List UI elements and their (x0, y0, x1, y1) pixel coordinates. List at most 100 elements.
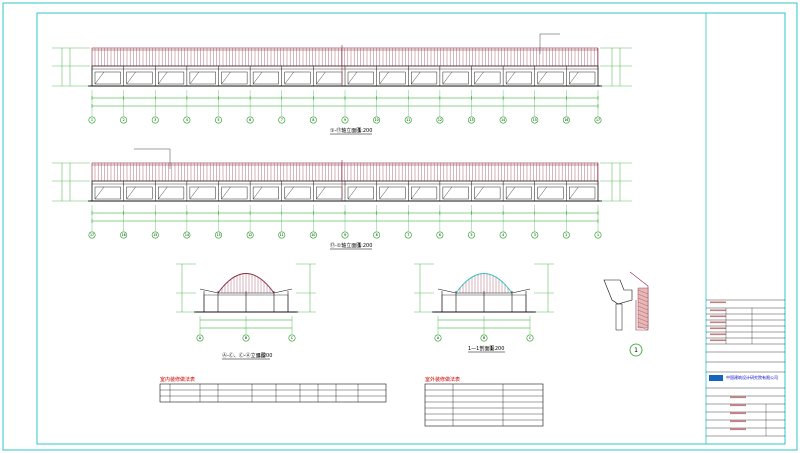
axis-label: C (529, 336, 532, 340)
elevation-top-caption: ①-⑰轴立面图 (330, 127, 361, 134)
sheet-inner-frame (36, 12, 786, 445)
window (316, 71, 343, 85)
window-diagonal (474, 71, 484, 85)
window (347, 186, 374, 200)
hatch-line (637, 309, 649, 315)
axis-bubble-3 (531, 231, 539, 239)
window (221, 186, 248, 200)
hatch-line (637, 297, 649, 303)
axis-label: 5 (217, 118, 219, 122)
interior-finish-table (159, 383, 387, 403)
window (94, 71, 121, 85)
window-diagonal (221, 71, 231, 85)
title-block-text-stroke (710, 339, 726, 342)
exterior-table-title: 室外装修做法表 (425, 376, 460, 383)
window-diagonal (379, 186, 389, 200)
window (411, 186, 438, 200)
window-diagonal (126, 186, 136, 200)
axis-label: 14 (501, 118, 505, 122)
canopy-left (199, 288, 219, 294)
axis-bubble-13 (467, 116, 475, 124)
canopy-right (273, 288, 293, 294)
title-block-text-stroke (710, 315, 726, 318)
axis-bubble-6 (436, 231, 444, 239)
section-right-caption: 1—1剖面图 (468, 345, 494, 352)
title-block-text-stroke (730, 404, 746, 407)
window-diagonal (347, 186, 358, 200)
axis-label: 12 (248, 233, 252, 237)
axis-label: 11 (406, 118, 410, 122)
title-block-text-stroke (730, 412, 746, 415)
axis-label: 2 (565, 233, 567, 237)
window-diagonal (284, 186, 294, 200)
window-diagonal (316, 186, 326, 200)
window (284, 71, 311, 85)
window (379, 186, 406, 200)
window (474, 186, 501, 200)
window-diagonal (189, 71, 200, 85)
title-block-text-stroke (710, 333, 726, 336)
exterior-finish-table (424, 383, 544, 427)
roof-band (91, 162, 599, 182)
window (537, 71, 564, 85)
axis-label: 5 (470, 233, 472, 237)
hatch-line (637, 313, 649, 319)
axis-bubble-15 (531, 116, 539, 124)
window (316, 186, 343, 200)
section-left-scale: 1:200 (258, 353, 272, 359)
title-block-text-stroke (730, 396, 746, 399)
window-diagonal (442, 71, 453, 85)
axis-bubble-2 (120, 116, 128, 124)
axis-bubble-12 (246, 231, 254, 239)
column-section (615, 303, 623, 331)
axis-label: 13 (216, 233, 220, 237)
window-diagonal (505, 71, 516, 85)
roof-band (91, 47, 599, 67)
window (569, 186, 596, 200)
window-diagonal (411, 71, 421, 85)
axis-label: 3 (534, 233, 536, 237)
axis-label: 9 (344, 118, 346, 122)
axis-bubble-C (526, 334, 534, 342)
axis-label: A (199, 336, 202, 340)
title-block (706, 299, 785, 437)
window (505, 186, 532, 200)
axis-bubble-4 (499, 231, 507, 239)
axis-label: 1 (91, 118, 93, 122)
axis-label: 13 (469, 118, 473, 122)
window (347, 71, 374, 85)
window-diagonal (537, 71, 547, 85)
company-name: 中国建筑设计研究院有限公司 (726, 374, 778, 380)
axis-label: 8 (376, 233, 378, 237)
window-diagonal (221, 186, 231, 200)
axis-bubble-7 (278, 116, 286, 124)
axis-label: 7 (407, 233, 409, 237)
axis-bubble-2 (562, 231, 570, 239)
axis-label: 15 (153, 233, 157, 237)
window-diagonal (126, 71, 136, 85)
axis-label: 6 (439, 233, 441, 237)
axis-label: C (291, 336, 294, 340)
gutter-detail: 1 (603, 271, 649, 357)
window-diagonal (474, 186, 484, 200)
window (221, 71, 248, 85)
axis-label: 8 (312, 118, 314, 122)
axis-bubble-17 (594, 116, 602, 124)
axis-bubble-4 (183, 116, 191, 124)
window-diagonal (316, 71, 326, 85)
window-diagonal (252, 186, 263, 200)
axis-bubble-17 (88, 231, 96, 239)
axis-label: 4 (186, 118, 188, 122)
axis-label: A (437, 336, 440, 340)
window (505, 71, 532, 85)
axis-label: 2 (123, 118, 125, 122)
axis-label: B (245, 336, 247, 340)
axis-label: 17 (596, 118, 600, 122)
gutter-profile (603, 279, 633, 305)
window (537, 186, 564, 200)
axis-label: 10 (375, 118, 379, 122)
window-diagonal (158, 186, 168, 200)
window (379, 71, 406, 85)
axis-label: 1 (597, 233, 599, 237)
